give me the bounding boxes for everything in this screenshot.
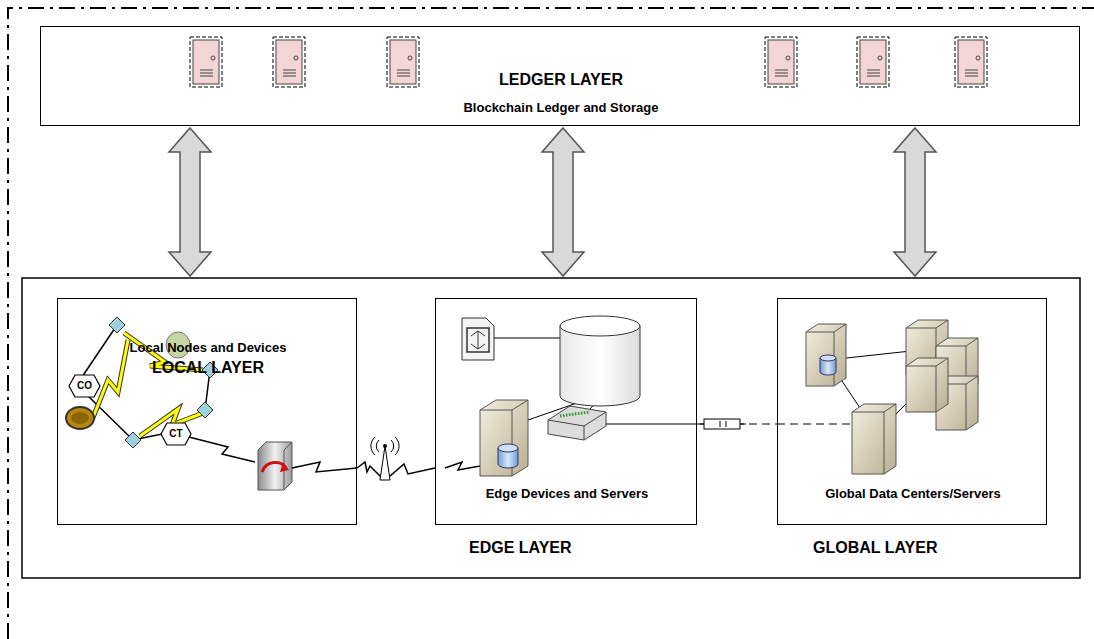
box-title: LEDGER LAYER: [499, 71, 623, 89]
layer-box: CO CT Local Nodes and DevicesLOCAL LAYER: [57, 298, 357, 525]
box-title: Edge Devices and Servers: [486, 487, 649, 502]
layer-box: Edge Devices and ServersEDGE LAYER: [435, 298, 697, 525]
sensor-hexagon: CO: [69, 375, 100, 397]
sensor-hexagon: CT: [161, 423, 191, 445]
layer-caption: EDGE LAYER: [469, 539, 572, 557]
box-title: Local Nodes and Devices: [130, 341, 287, 356]
layer-box: LEDGER LAYER Blockchain Ledger and Storag…: [40, 26, 1080, 126]
outer-frame: [8, 8, 1094, 639]
network-adapter-symbol: [700, 419, 746, 429]
local-network-illustration: [66, 317, 357, 490]
sensor-label: CO: [77, 380, 92, 392]
layers-frame: [22, 278, 1080, 578]
box-subtitle: Blockchain Ledger and Storage: [463, 101, 658, 116]
sensor-label: CT: [169, 428, 182, 440]
layer-box: Global Data Centers/ServersGLOBAL LAYER: [777, 298, 1047, 525]
edge-devices-illustration: [445, 316, 697, 476]
wireless-link: [357, 462, 435, 476]
double-block-arrow: [894, 128, 936, 276]
global-servers-illustration: [777, 320, 978, 474]
double-block-arrow: [542, 128, 584, 276]
double-block-arrow: [169, 128, 211, 276]
box-title: Global Data Centers/Servers: [825, 487, 1001, 502]
layer-caption: LOCAL LAYER: [152, 359, 264, 377]
layer-caption: GLOBAL LAYER: [813, 539, 937, 557]
antenna-symbol: [371, 437, 399, 480]
